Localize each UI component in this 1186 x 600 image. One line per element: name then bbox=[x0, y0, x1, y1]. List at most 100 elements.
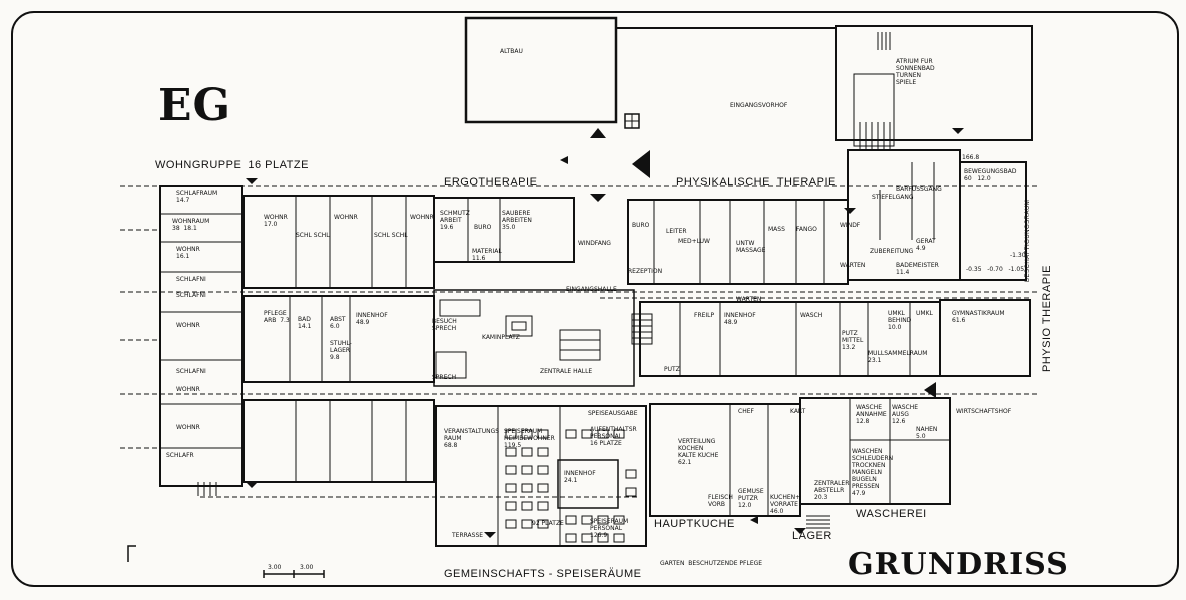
room-label: INNENHOF 48.9 bbox=[724, 312, 756, 326]
room-label: MED+LUW bbox=[678, 238, 710, 245]
drawing-frame bbox=[11, 11, 1179, 587]
room-label: WOHNR bbox=[176, 424, 200, 431]
eg-title: EG bbox=[158, 80, 232, 131]
room-label: WOHNR bbox=[176, 386, 200, 393]
room-label: SAUBERE ARBEITEN 35.0 bbox=[502, 210, 532, 231]
gemeinschaft-heading: GEMEINSCHAFTS - SPEISERÄUME bbox=[444, 568, 642, 580]
room-label: SPRECH bbox=[432, 374, 457, 381]
scale-b: 3.00 bbox=[300, 564, 314, 571]
room-label: SCHLAFR bbox=[166, 452, 194, 459]
room-label: WINDFANG bbox=[578, 240, 611, 247]
room-label: ZUBEREITUNG bbox=[870, 248, 914, 255]
room-label: WOHNR bbox=[410, 214, 434, 221]
room-label: PFLEGE ARB 7.3 bbox=[264, 310, 290, 324]
room-label: KART bbox=[790, 408, 806, 415]
main-building bbox=[159, 149, 1031, 547]
room-label: AUFENTHALTSR PERSONAL 16 PLATZE bbox=[590, 426, 637, 447]
room-label: INNENHOF 24.1 bbox=[564, 470, 596, 484]
arrows bbox=[246, 128, 964, 538]
lager-heading: LAGER bbox=[792, 530, 832, 542]
ergotherapie-heading: ERGOTHERAPIE bbox=[444, 176, 538, 188]
room-label: ABST 6.0 bbox=[330, 316, 346, 330]
room-label: -1.30 bbox=[1010, 252, 1026, 259]
room-label: REZEPTION bbox=[628, 268, 663, 275]
room-label: MASS bbox=[768, 226, 785, 233]
room-label: STIEFELGANG bbox=[872, 194, 914, 201]
room-label: TERRASSE bbox=[452, 532, 484, 539]
room-label: VERANSTALTUNGS RAUM 68.8 bbox=[444, 428, 500, 449]
physio-vertical-heading: PHYSIO THERAPIE bbox=[1041, 265, 1053, 372]
room-label: SCHL SCHL bbox=[374, 232, 408, 239]
room-label: ZENTRALE HALLE bbox=[540, 368, 593, 375]
room-label: UMKL bbox=[916, 310, 933, 317]
room-label: BARFUSSGANG bbox=[896, 186, 942, 193]
room-label: BEWEGUNGSBAD 60 12.0 bbox=[964, 168, 1017, 182]
room-label: MATERIAL 11.6 bbox=[472, 248, 502, 262]
room-label: FLEISCH VORB bbox=[708, 494, 733, 508]
room-label: EINGANGSHALLE bbox=[566, 286, 617, 293]
room-label: ZENTRALER ABSTELLR 20.3 bbox=[814, 480, 850, 501]
room-label: WASCH bbox=[800, 312, 823, 319]
room-label: NAHEN 5.0 bbox=[916, 426, 938, 440]
room-label: WOHNR 17.0 bbox=[264, 214, 288, 228]
atrium-stair bbox=[853, 32, 895, 150]
hall-furniture bbox=[435, 299, 601, 379]
room-label: ALTBAU bbox=[500, 48, 523, 55]
room-label: WARTEN bbox=[736, 296, 762, 303]
room-label: -0.35 -0.70 -1.05 bbox=[966, 266, 1025, 273]
room-label: SPEISERAUM PERSONAL 126.9 bbox=[590, 518, 629, 539]
room-label: STUHL- LAGER 9.8 bbox=[330, 340, 352, 361]
altbau-block bbox=[464, 16, 618, 124]
room-label: PUTZ bbox=[664, 366, 680, 373]
room-label: BESUCH SPRECH bbox=[432, 318, 457, 332]
room-label: WASCHE ANNAHME 12.8 bbox=[856, 404, 887, 425]
room-label: UNTW MASSAGE bbox=[736, 240, 766, 254]
room-label: FREILP bbox=[694, 312, 715, 319]
room-label: SCHLAFNI bbox=[176, 276, 206, 283]
entry-court-line bbox=[616, 27, 837, 140]
room-label: ATRIUM FUR SONNENBAD TURNEN SPIELE bbox=[896, 58, 935, 86]
scale-a: 3.00 bbox=[268, 564, 282, 571]
room-label: 92 PLATZE bbox=[532, 520, 564, 527]
room-label: FANGO bbox=[796, 226, 817, 233]
stairs bbox=[197, 313, 830, 529]
room-label: GEMUSE PUTZR 12.0 bbox=[738, 488, 764, 509]
room-label: KUCHEN+ VORRATE 46.0 bbox=[770, 494, 801, 515]
room-label: BURO bbox=[632, 222, 650, 229]
room-label: WINDF bbox=[840, 222, 861, 229]
room-label: SCHLAFNI bbox=[176, 292, 206, 299]
room-label: WOHNR bbox=[334, 214, 358, 221]
room-label: SPEISEAUSGABE bbox=[588, 410, 638, 417]
room-label: SCHMUTZ ARBEIT 19.6 bbox=[440, 210, 470, 231]
room-label: SCHL SCHL bbox=[296, 232, 330, 239]
room-label: WASCHEN SCHLEUDERN TROCKNEN MANGELN BUGE… bbox=[852, 448, 894, 497]
room-label: SCHLAFNI bbox=[176, 368, 206, 375]
room-label: WOHNR bbox=[176, 322, 200, 329]
room-label: 166.8 bbox=[962, 154, 980, 161]
room-label: BESCHAFTIGUNGSRAUM bbox=[1025, 199, 1031, 282]
room-label: BURO bbox=[474, 224, 492, 231]
room-label: LEITER bbox=[666, 228, 687, 235]
room-label: WIRTSCHAFTSHOF bbox=[956, 408, 1012, 415]
physikalische-heading: PHYSIKALISCHE THERAPIE bbox=[676, 176, 836, 188]
room-label: BAD 14.1 bbox=[298, 316, 312, 330]
room-label: PUTZ MITTEL 13.2 bbox=[842, 330, 864, 351]
room-label: INNENHOF 48.9 bbox=[356, 312, 388, 326]
scale-bar bbox=[127, 545, 325, 578]
room-label: GERAT 4.9 bbox=[916, 238, 936, 252]
room-label: WASCHE AUSG 12.6 bbox=[892, 404, 919, 425]
room-label: WOHNRAUM 38 18.1 bbox=[172, 218, 210, 232]
room-label: WOHNR 16.1 bbox=[176, 246, 200, 260]
hauptkueche-heading: HAUPTKUCHE bbox=[654, 518, 735, 530]
partitions bbox=[160, 162, 950, 546]
grundriss-title: GRUNDRISS bbox=[848, 547, 1069, 582]
room-label: MULLSAMMELRAUM 23.1 bbox=[868, 350, 928, 364]
room-label: SPEISERAUM HEIMBEWOHNER 119.5 bbox=[504, 428, 555, 449]
room-label: CHEF bbox=[738, 408, 754, 415]
room-label: VERTEILUNG KOCHEN KALTE KUCHE 62.1 bbox=[678, 438, 719, 466]
atrium-block bbox=[835, 25, 1033, 141]
room-label: EINGANGSVORHOF bbox=[730, 102, 788, 109]
room-label: SCHLAFRAUM 14.7 bbox=[176, 190, 218, 204]
room-label: UMKL BEHIND 10.0 bbox=[888, 310, 912, 331]
dining-tables bbox=[505, 429, 637, 543]
